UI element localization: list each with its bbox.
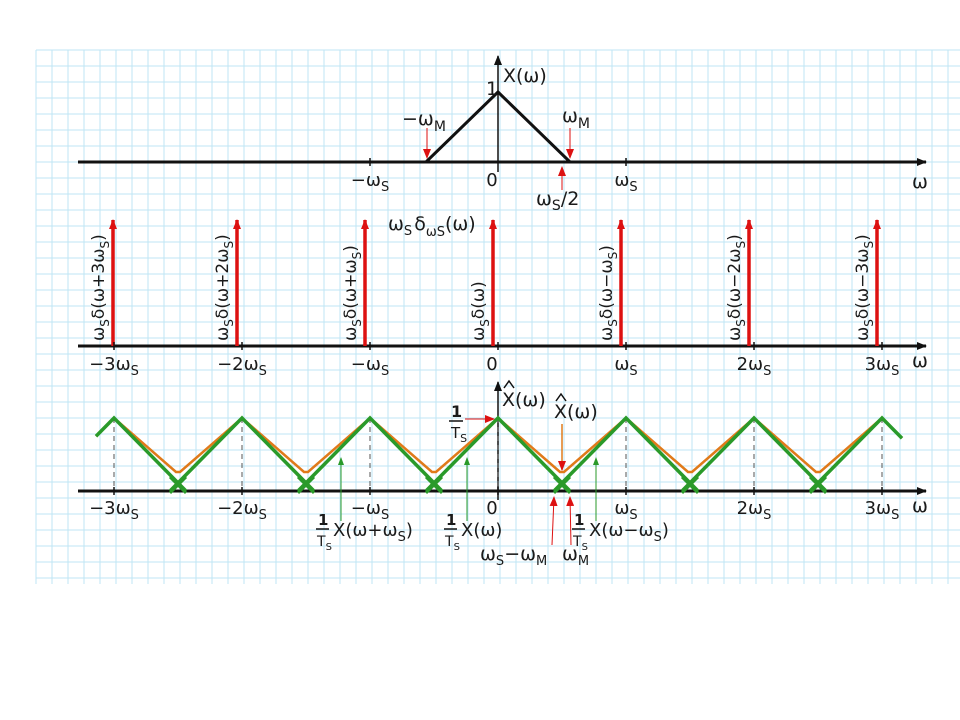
svg-text:TS: TS <box>316 534 332 553</box>
shifted-copy <box>680 415 828 493</box>
cross-mark <box>552 475 572 495</box>
bottom-panel: −3ωS −2ωS −ωS 0 ωS 2ωS 3ωS X(ω) X(ω) 1 TS 1 TS… <box>78 379 928 569</box>
svg-text:1: 1 <box>446 511 456 529</box>
middle-tick-label: −2ωS <box>217 354 267 379</box>
shifted-copy <box>296 415 444 493</box>
cross-mark <box>808 475 828 495</box>
comp-left-label: 1 TS X(ω+ωS) <box>316 511 413 553</box>
top-tick-label: −ωS <box>351 170 389 195</box>
pos-wm-label: ωM <box>562 105 590 132</box>
svg-text:X(ω): X(ω) <box>461 520 502 541</box>
top-spectrum-triangle <box>78 89 910 164</box>
bottom-tick-label: −3ωS <box>89 498 139 523</box>
wm-label: ωM <box>562 543 589 569</box>
wm-arrow <box>566 496 575 546</box>
middle-tick-label: 3ωS <box>865 354 900 379</box>
bottom-tick-label: −ωS <box>351 498 389 523</box>
shifted-copy <box>168 415 316 493</box>
middle-tick-label: 0 <box>486 354 497 375</box>
comp-right-label: 1 TS X(ω−ωS) <box>572 511 669 553</box>
top-tick-label: 0 <box>486 170 497 191</box>
middle-tick-label: −ωS <box>351 354 389 379</box>
one-over-t-num: 1 <box>451 402 462 421</box>
diff-label: ωS−ωM <box>480 543 547 569</box>
middle-x-label: ω <box>912 350 928 372</box>
svg-text:X(ω−ωS): X(ω−ωS) <box>589 520 669 545</box>
impulse-label: ωSδ(ω+2ωS) <box>213 234 236 341</box>
svg-text:1: 1 <box>574 511 584 529</box>
svg-text:1: 1 <box>318 511 328 529</box>
svg-text:TS: TS <box>572 534 588 553</box>
middle-tick-label: ωS <box>614 354 637 379</box>
one-over-t-den: TS <box>450 424 467 445</box>
top-y-label: X(ω) <box>503 65 547 87</box>
half-ws-label: ωS/2 <box>536 188 579 214</box>
cross-mark <box>424 475 444 495</box>
shifted-copy <box>808 415 904 493</box>
impulse-label: ωSδ(ω−3ωS) <box>853 234 876 341</box>
shifted-copy <box>424 415 572 493</box>
impulse-label: ωSδ(ω+ωS) <box>341 245 364 341</box>
bottom-y-label: X(ω) <box>502 389 546 411</box>
impulse-label: ωSδ(ω−2ωS) <box>725 234 748 341</box>
top-peak-label: 1 <box>486 78 498 100</box>
dashed-guides <box>113 418 883 491</box>
shifted-copy <box>94 415 188 493</box>
shifted-copy <box>552 415 700 493</box>
diff-arrow <box>549 496 558 546</box>
bottom-x-label: ω <box>912 495 928 517</box>
svg-text:X(ω+ωS): X(ω+ωS) <box>333 520 413 545</box>
top-tick-label: ωS <box>614 170 637 195</box>
middle-tick-label: 2ωS <box>737 354 772 379</box>
impulse-train: ωSδ(ω+3ωS) ωSδ(ω+2ωS) ωSδ(ω+ωS) ωSδ(ω) ωSδ(ω… <box>89 219 881 346</box>
cross-mark <box>296 475 316 495</box>
hat-x-label: X(ω) <box>554 401 598 423</box>
overlap-crosses <box>168 475 828 495</box>
y-hat-mark <box>503 379 515 389</box>
bottom-tick-label: 2ωS <box>737 498 772 523</box>
cross-mark <box>680 475 700 495</box>
impulse-label: ωSδ(ω) <box>469 281 492 341</box>
neg-wm-label: −ωM <box>402 108 446 135</box>
bottom-tick-label: ωS <box>614 498 637 523</box>
bottom-tick-labels: −3ωS −2ωS −ωS 0 ωS 2ωS 3ωS <box>89 487 899 523</box>
comp-center-label: 1 TS X(ω) <box>444 511 502 553</box>
bottom-tick-label: −2ωS <box>217 498 267 523</box>
bottom-tick-label: 0 <box>486 498 497 519</box>
svg-text:TS: TS <box>444 534 460 553</box>
bottom-tick-label: 3ωS <box>865 498 900 523</box>
shifted-copies <box>94 415 904 493</box>
top-tick-labels: −ωS 0 ωS <box>351 170 638 195</box>
middle-panel: ωSδ(ω+3ωS) ωSδ(ω+2ωS) ωSδ(ω+ωS) ωSδ(ω) ωSδ(ω… <box>78 213 928 379</box>
impulse-label: ωSδ(ω−ωS) <box>597 245 620 341</box>
cross-mark <box>168 475 188 495</box>
top-x-label: ω <box>912 171 928 193</box>
top-panel: 1 X(ω) −ωM ωM ωS/2 −ωS 0 ωS ω <box>78 55 928 214</box>
impulse-label: ωSδ(ω+3ωS) <box>89 234 112 341</box>
hat-x-mark <box>555 392 567 402</box>
middle-tick-label: −3ωS <box>89 354 139 379</box>
middle-tick-labels: −3ωS −2ωS −ωS 0 ωS 2ωS 3ωS <box>89 342 899 379</box>
